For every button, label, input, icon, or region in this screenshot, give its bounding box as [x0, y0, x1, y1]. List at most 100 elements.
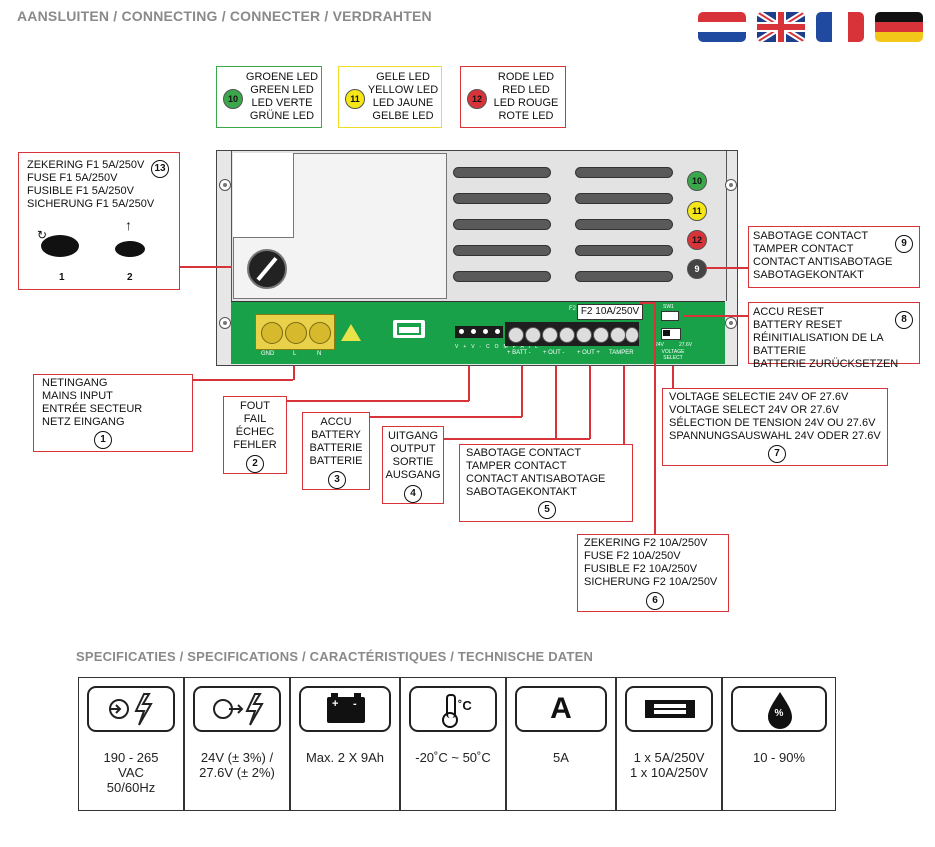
leader-line [293, 366, 295, 380]
leader-line [654, 302, 656, 535]
vent [575, 167, 673, 178]
signal-connector[interactable] [455, 326, 503, 338]
cover-window-inner [233, 153, 294, 238]
spec-value: 1 x 10A/250V [629, 765, 709, 780]
mains-terminal[interactable] [255, 314, 335, 350]
output-label-nl: UITGANG [387, 430, 439, 442]
spec-value: 27.6V (± 2%) [199, 765, 275, 780]
callout-number: 3 [328, 471, 346, 489]
battery-label-fr: BATTERIE [309, 442, 363, 454]
spec-cell: A 5A [506, 677, 616, 811]
reset-label-de: BATTERIE ZURÜCKSETZEN [753, 358, 899, 370]
battery-plus-label: + [332, 698, 339, 710]
fuse-f2[interactable]: F2 10A/250V [577, 304, 643, 320]
tamper-switch[interactable]: 9 [687, 259, 707, 279]
tamper-side-label-nl: SABOTAGE CONTACT [753, 230, 869, 242]
red-led-legend: 12 RODE LED RED LED LED ROUGE ROTE LED [460, 66, 566, 128]
power-supply-device: 10 11 12 9 GND L N V+V-COMFAIL [216, 150, 738, 366]
spec-value: 5A [553, 750, 569, 765]
dc-output-icon [193, 686, 281, 732]
leader-line [672, 366, 674, 389]
brand-logo-icon [393, 320, 425, 338]
vent [453, 245, 551, 256]
fuse-f1-holder[interactable] [247, 249, 287, 289]
leader-line [444, 438, 556, 440]
spec-value: -20˚C ~ 50˚C [415, 750, 491, 765]
mains-callout: NETINGANG MAINS INPUT ENTRÉE SECTEUR NET… [33, 374, 193, 452]
tamper-side-label-fr: CONTACT ANTISABOTAGE [753, 256, 893, 268]
red-led: 12 [687, 230, 707, 250]
flag-fr-icon[interactable] [816, 12, 864, 42]
battery-callout: ACCU BATTERY BATTERIE BATTERIE 3 [302, 412, 370, 490]
leader-line [287, 400, 469, 402]
fuse-prefix: F2 [569, 306, 577, 312]
pcb-board: GND L N V+V-COMFAIL + BATT - + OUT [231, 301, 725, 364]
leader-line [468, 366, 470, 401]
ampere-icon: A [515, 686, 607, 732]
fail-label-nl: FOUT [240, 400, 270, 412]
fuse-f1-label-de: SICHERUNG F1 5A/250V [27, 198, 155, 210]
vent [575, 219, 673, 230]
battery-icon: + - [299, 686, 391, 732]
voltage-select-switch[interactable] [661, 328, 681, 340]
leader-line [193, 379, 293, 381]
screw-icon [219, 179, 231, 191]
reset-label-en: BATTERY RESET [753, 319, 843, 331]
callout-number: 1 [94, 431, 112, 449]
fail-label-de: FEHLER [233, 439, 277, 451]
green-led: 10 [687, 171, 707, 191]
leader-line [589, 366, 591, 439]
pull-arrow-icon: ↑ [125, 217, 132, 233]
flag-nl-icon[interactable] [698, 12, 746, 42]
screw-terminal-block[interactable] [505, 322, 639, 346]
spec-value: 10 - 90% [752, 750, 806, 765]
gnd-label: GND [261, 351, 275, 357]
spec-value: 1 x 5A/250V [633, 750, 705, 765]
step-1-label: 1 [59, 272, 65, 283]
vent [453, 219, 551, 230]
voltage-callout: VOLTAGE SELECTIE 24V OF 27.6V VOLTAGE SE… [662, 388, 888, 466]
green-led-label-de: GRÜNE LED [249, 110, 315, 122]
fuse-f2-label-en: FUSE F2 10A/250V [584, 550, 681, 562]
spec-value: 24V (± 3%) / [200, 750, 274, 765]
page-title: AANSLUITEN / CONNECTING / CONNECTER / VE… [17, 8, 432, 24]
l-label: L [293, 351, 297, 357]
fuse-f2-label-de: SICHERUNG F2 10A/250V [584, 576, 718, 588]
voltage-label-fr: SÉLECTION DE TENSION 24V OU 27.6V [669, 417, 876, 429]
spec-value: VAC [118, 765, 144, 780]
callout-number: 8 [895, 311, 913, 329]
green-led-label-fr: LED VERTE [251, 97, 313, 109]
yellow-led-legend: 11 GELE LED YELLOW LED LED JAUNE GELBE L… [338, 66, 442, 128]
vent [453, 193, 551, 204]
leader-line [623, 366, 625, 445]
spec-value: 190 - 265 [103, 750, 159, 765]
output-label-de: AUSGANG [385, 469, 441, 481]
fuse-f2-callout: ZEKERING F2 10A/250V FUSE F2 10A/250V FU… [577, 534, 729, 612]
vent [575, 245, 673, 256]
callout-number: 13 [151, 160, 169, 178]
leader-line [555, 366, 557, 439]
flag-de-icon[interactable] [875, 12, 923, 42]
vent [575, 193, 673, 204]
n-label: N [317, 351, 322, 357]
spec-cell: 24V (± 3%) /27.6V (± 2%) [184, 677, 290, 811]
yellow-led-label-nl: GELE LED [376, 71, 430, 83]
fuse-icon [625, 686, 713, 732]
celsius-label: ˚C [458, 698, 472, 713]
flag-uk-icon[interactable] [757, 12, 805, 42]
specs-title: SPECIFICATIES / SPECIFICATIONS / CARACTÉ… [76, 649, 594, 664]
screw-icon [725, 317, 737, 329]
green-led-label-en: GREEN LED [250, 84, 314, 96]
mains-label-nl: NETINGANG [42, 377, 108, 389]
spec-cell: % 10 - 90% [722, 677, 836, 811]
battery-reset-button[interactable] [661, 311, 679, 321]
vent [453, 271, 551, 282]
tamper-side-label-de: SABOTAGEKONTAKT [753, 269, 864, 281]
callout-number: 7 [768, 445, 786, 463]
red-led-label-nl: RODE LED [497, 71, 555, 83]
fail-label-en: FAIL [243, 413, 267, 425]
red-led-label-en: RED LED [502, 84, 550, 96]
fail-callout: FOUT FAIL ÉCHEC FEHLER 2 [223, 396, 287, 474]
